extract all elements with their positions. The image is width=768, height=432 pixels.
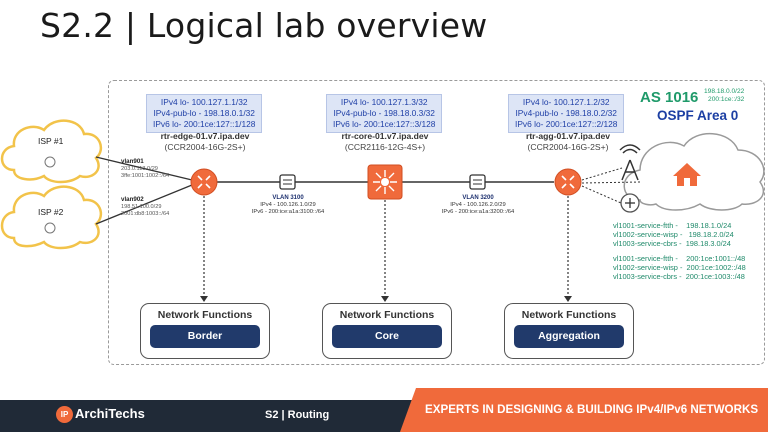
vlan3100-v4: IPv4 - 100.126.1.0/29 <box>260 202 316 208</box>
diagram-frame <box>108 80 765 365</box>
agg-v6-lo: IPv6 lo- 200:1ce:127::2/128 <box>515 119 618 129</box>
vlan3200-info: VLAN 3200 IPv4 - 100.126.2.0/29 IPv6 - 2… <box>428 195 528 216</box>
nf-border-button[interactable]: Border <box>150 325 260 348</box>
link-isp2-edge <box>95 184 193 225</box>
edge-ip-box: IPv4 lo- 100.127.1.1/32 IPv4-pub-lo - 19… <box>146 94 263 133</box>
vlan3100-v6: IPv6 - 200:ice:a1a:3100::/64 <box>251 209 325 215</box>
isp2-v6: 2001:db8:1003::/64 <box>121 211 170 217</box>
isp2-link-info: vlan902 198.51.100.0/29 2001:db8:1003::/… <box>121 196 169 218</box>
edge-v6-lo: IPv6 lo- 200:1ce:127::1/128 <box>153 119 256 129</box>
nf-agg-title: Network Functions <box>521 309 617 321</box>
vlan3100-name: VLAN 3100 <box>272 195 304 201</box>
footer-tagline: EXPERTS IN DESIGNING & BUILDING IPv4/IPv… <box>425 403 759 416</box>
services-v4-list: vl1001-service-ftth - 198.18.1.0/24 vl10… <box>613 221 734 248</box>
isp1-v6: 3ffe:1001:1002::/64 <box>121 173 170 179</box>
agg-ip-box: IPv4 lo- 100.127.1.2/32 IPv4-pub-lo - 19… <box>508 94 625 133</box>
isp2-cloud <box>0 185 103 250</box>
isp2-router-icon <box>44 222 56 234</box>
core-v4-pub: IPv4-pub-lo - 198.18.0.3/32 <box>333 108 435 118</box>
as-prefixes: 198.18.0.0/22 200:1ce::/32 <box>704 88 744 104</box>
brand-prefix: IP <box>56 406 73 424</box>
isp2-label: ISP #2 <box>38 207 64 217</box>
isp2-vlan: vlan902 <box>121 196 144 203</box>
brand-name: ArchiTechs <box>75 406 145 421</box>
vlan3100-switch-icon <box>279 174 296 190</box>
core-ip-box: IPv4 lo- 100.127.1.3/32 IPv4-pub-lo - 19… <box>326 94 443 133</box>
services-v6-list: vl1001-service-ftth - 200:1ce:1001::/48 … <box>613 254 746 281</box>
edge-v4-pub: IPv4-pub-lo - 198.18.0.1/32 <box>153 108 255 118</box>
vlan3200-v4: IPv4 - 100.126.2.0/29 <box>450 202 506 208</box>
isp1-cloud <box>0 119 103 184</box>
edge-router-model: (CCR2004-16G-2S+) <box>164 142 246 152</box>
isp1-v4: 203.0.113.0/29 <box>121 166 158 172</box>
nf-core-box: Network Functions Core <box>322 303 452 359</box>
agg-router-icon <box>554 168 582 196</box>
wireless-tower-icon <box>619 144 641 181</box>
vlan3100-info: VLAN 3100 IPv4 - 100.126.1.0/29 IPv6 - 2… <box>238 195 338 216</box>
ospf-area: OSPF Area 0 <box>657 108 739 123</box>
vlan3200-switch-icon <box>469 174 486 190</box>
isp2-v4: 198.51.100.0/29 <box>121 204 162 210</box>
agg-v4-pub: IPv4-pub-lo - 198.18.0.2/32 <box>515 108 617 118</box>
isp1-link-info: vlan901 203.0.113.0/29 3ffe:1001:1002::/… <box>121 158 169 180</box>
as-prefix-v6: 200:1ce::/32 <box>708 96 745 103</box>
link-isp1-edge <box>95 156 193 181</box>
nf-border-box: Network Functions Border <box>140 303 270 359</box>
core-router-name: rtr-core-01.v7.ipa.dev <box>341 131 429 141</box>
nf-border-title: Network Functions <box>157 309 253 321</box>
agg-router-model: (CCR2004-16G-2S+) <box>527 142 609 152</box>
slide-title: S2.2 | Logical lab overview <box>40 6 488 45</box>
core-v6-lo: IPv6 lo- 200:1ce:127::3/128 <box>333 119 436 129</box>
nf-agg-box: Network Functions Aggregation <box>504 303 634 359</box>
footer-accent <box>400 388 768 432</box>
isp1-router-icon <box>44 156 56 168</box>
link-agg-cloud <box>581 181 641 184</box>
nf-core-title: Network Functions <box>339 309 435 321</box>
as-number: AS 1016 <box>640 89 699 106</box>
link-agg-tower <box>581 167 623 181</box>
as-prefix-v4: 198.18.0.0/22 <box>704 88 745 95</box>
edge-router-icon <box>190 168 218 196</box>
vlan3200-name: VLAN 3200 <box>462 195 494 201</box>
core-router-icon <box>367 164 403 200</box>
home-icon <box>673 163 701 186</box>
core-router-model: (CCR2116-12G-4S+) <box>344 142 426 152</box>
nf-agg-button[interactable]: Aggregation <box>514 325 624 348</box>
footer-section: S2 | Routing <box>265 409 330 421</box>
vlan3200-v6: IPv6 - 200:ice:a1a:3200::/64 <box>441 209 515 215</box>
agg-router-name: rtr-agg-01.v7.ipa.dev <box>525 131 611 141</box>
core-v4-lo: IPv4 lo- 100.127.1.3/32 <box>340 97 428 107</box>
link-agg-fiber <box>581 185 622 204</box>
isp1-vlan: vlan901 <box>121 158 144 165</box>
edge-v4-lo: IPv4 lo- 100.127.1.1/32 <box>160 97 248 107</box>
nf-core-button[interactable]: Core <box>332 325 442 348</box>
fiber-switch-icon <box>620 193 640 213</box>
agg-v4-lo: IPv4 lo- 100.127.1.2/32 <box>522 97 610 107</box>
isp1-label: ISP #1 <box>38 136 64 146</box>
edge-router-name: rtr-edge-01.v7.ipa.dev <box>160 131 250 141</box>
